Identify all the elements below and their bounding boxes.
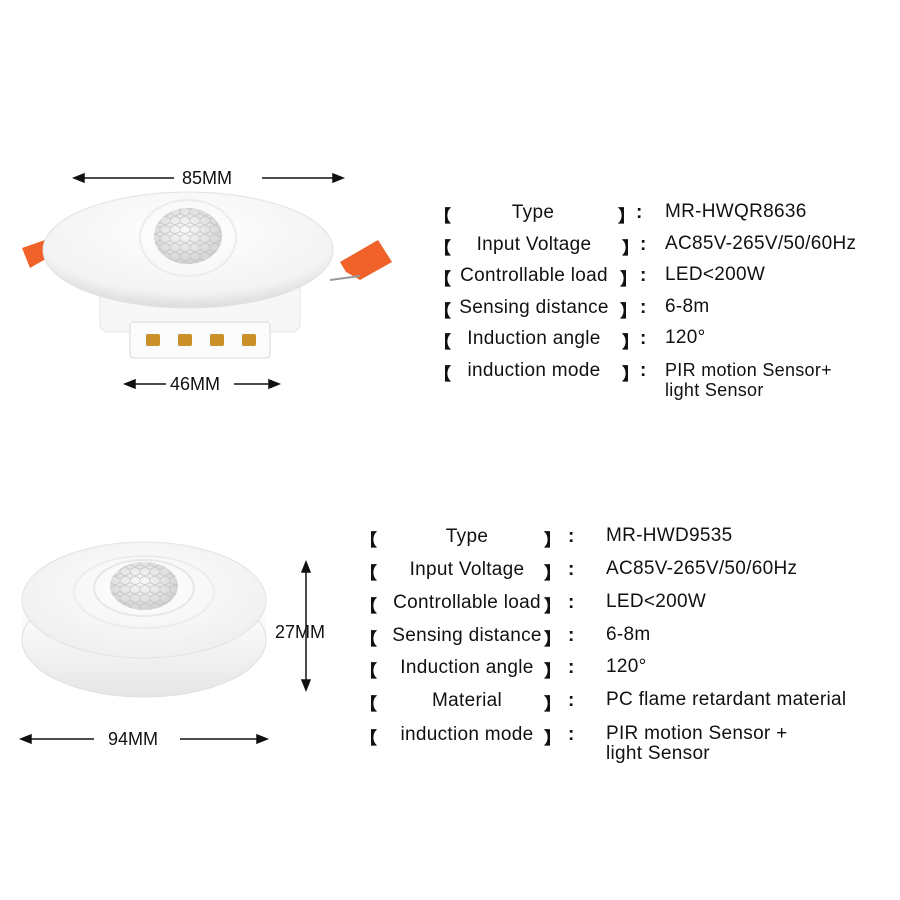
spec-label: Type [511, 202, 555, 223]
bracket-close: 】 [544, 597, 562, 617]
spec-value: PIR motion Sensor + light Sensor [606, 724, 788, 764]
spec-value: MR-HWD9535 [606, 525, 733, 546]
spec-value: 120° [665, 327, 706, 348]
bracket-open: 【 [360, 695, 378, 715]
bracket-open: 【 [360, 729, 378, 749]
colon: : [640, 360, 647, 381]
bracket-open: 【 [360, 662, 378, 682]
spec-value: PIR motion Sensor+ light Sensor [665, 360, 832, 400]
spec-value: 6-8m [665, 296, 710, 317]
bracket-close: 】 [544, 531, 562, 551]
sensor1-right-clip [340, 240, 392, 280]
bracket-open: 【 [434, 270, 452, 290]
spec-value: LED<200W [606, 591, 707, 612]
spec-value: AC85V-265V/50/60Hz [606, 558, 798, 579]
spec-label: Type [445, 526, 489, 547]
colon: : [568, 526, 575, 547]
bracket-open: 【 [360, 597, 378, 617]
spec-label: Controllable load [460, 265, 608, 286]
spec-label: Induction angle [467, 328, 601, 349]
colon: : [568, 690, 575, 711]
spec-value: MR-HWQR8636 [665, 201, 807, 222]
spec-value: LED<200W [665, 264, 766, 285]
spec-label: Material [432, 690, 502, 711]
width-label-46mm: 46MM [170, 374, 221, 394]
bracket-close: 】 [620, 302, 638, 322]
bracket-close: 】 [622, 239, 640, 259]
height-label-27mm: 27MM [275, 622, 326, 642]
spec-value-line1: PIR motion Sensor + [606, 723, 788, 744]
spec-value: 6-8m [606, 624, 651, 645]
spec-value-line2: light Sensor [606, 743, 710, 764]
spec-value: 120° [606, 656, 647, 677]
spec-value: PC flame retardant material [606, 689, 847, 710]
bracket-close: 】 [544, 630, 562, 650]
spec-label: Controllable load [393, 592, 541, 613]
spec-label: Sensing distance [459, 297, 609, 318]
spec-label: Sensing distance [392, 625, 542, 646]
colon: : [640, 328, 647, 349]
bracket-open: 【 [360, 531, 378, 551]
bracket-close: 】 [620, 270, 638, 290]
width-label-85mm: 85MM [182, 168, 233, 188]
spec-label: induction mode [467, 360, 601, 381]
spec-label: Induction angle [400, 657, 534, 678]
colon: : [640, 265, 647, 286]
bracket-open: 【 [434, 302, 452, 322]
bracket-close: 】 [544, 662, 562, 682]
colon: : [640, 297, 647, 318]
spec-label: induction mode [400, 724, 534, 745]
spec-value: AC85V-265V/50/60Hz [665, 233, 857, 254]
bracket-close: 】 [544, 695, 562, 715]
bracket-open: 【 [434, 365, 452, 385]
sensor1-terminal-block [129, 321, 271, 359]
bracket-close: 】 [618, 207, 636, 227]
colon: : [568, 657, 575, 678]
bracket-close: 】 [544, 729, 562, 749]
bracket-open: 【 [434, 207, 452, 227]
colon: : [568, 625, 575, 646]
sensor1-terminals [146, 334, 256, 346]
width-label-94mm: 94MM [108, 729, 159, 749]
bracket-open: 【 [360, 630, 378, 650]
colon: : [568, 592, 575, 613]
colon: : [636, 202, 643, 223]
bracket-open: 【 [360, 564, 378, 584]
bracket-open: 【 [434, 333, 452, 353]
colon: : [568, 559, 575, 580]
bracket-close: 】 [544, 564, 562, 584]
bracket-open: 【 [434, 239, 452, 259]
spec-value-line1: PIR motion Sensor+ [665, 360, 832, 380]
spec-label: Input Voltage [476, 234, 592, 255]
bracket-close: 】 [622, 333, 640, 353]
bracket-close: 】 [622, 365, 640, 385]
colon: : [568, 724, 575, 745]
spec-label: Input Voltage [409, 559, 525, 580]
spec-value-line2: light Sensor [665, 380, 764, 400]
colon: : [640, 234, 647, 255]
